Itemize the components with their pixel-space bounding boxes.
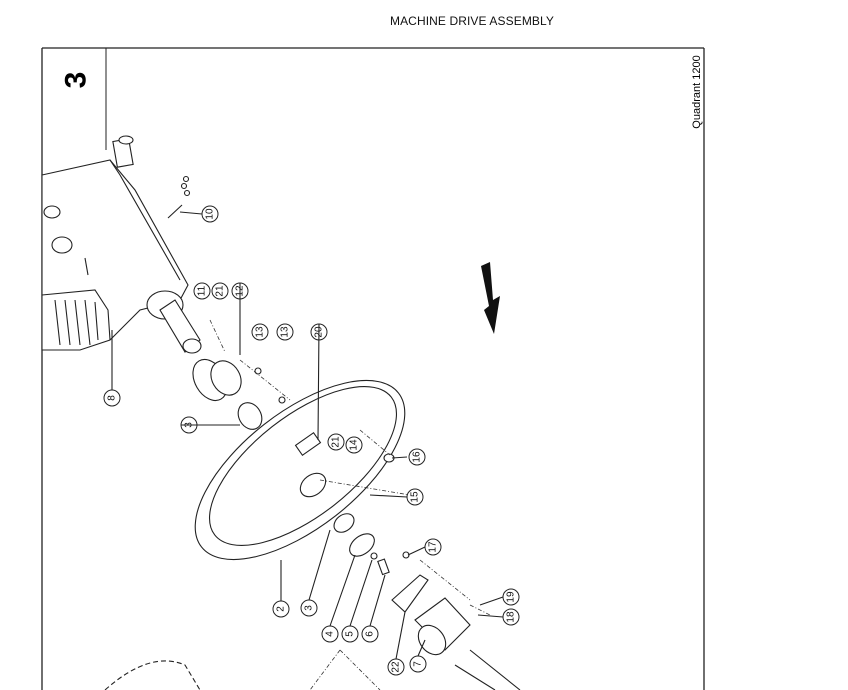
callout: 10	[201, 205, 219, 223]
svg-text:16: 16	[412, 451, 423, 463]
model-label: Quadrant 1200	[691, 55, 703, 128]
svg-text:13: 13	[280, 326, 291, 338]
hub	[192, 319, 291, 430]
svg-text:18: 18	[506, 611, 517, 623]
svg-text:19: 19	[506, 591, 517, 603]
callout: 14	[345, 436, 363, 454]
callouts: 10 11 21 12 13 13 20 8 3 21 14 16 15 17 …	[103, 205, 520, 676]
svg-text:17: 17	[428, 541, 439, 553]
lower-parts	[104, 533, 521, 690]
svg-text:6: 6	[365, 631, 376, 637]
svg-text:8: 8	[107, 395, 118, 401]
wheel	[194, 379, 411, 561]
svg-text:21: 21	[331, 436, 342, 448]
svg-text:14: 14	[349, 439, 360, 451]
page-title: MACHINE DRIVE ASSEMBLY	[389, 14, 555, 28]
svg-text:22: 22	[391, 661, 402, 673]
callout: 8	[103, 389, 121, 407]
section-number: 3	[60, 72, 93, 89]
callout: 21	[211, 282, 229, 300]
svg-text:13: 13	[255, 326, 266, 338]
callout: 5	[341, 625, 359, 643]
svg-text:2: 2	[276, 606, 287, 612]
svg-text:10: 10	[205, 208, 216, 220]
callout: 2	[272, 600, 290, 618]
callout: 15	[406, 488, 424, 506]
svg-text:5: 5	[345, 631, 356, 637]
direction-arrow-icon	[481, 262, 500, 334]
callout: 6	[361, 625, 379, 643]
callout: 19	[502, 588, 520, 606]
callout: 18	[502, 608, 520, 626]
callout: 3	[300, 599, 318, 617]
callout: 7	[409, 655, 427, 673]
svg-text:4: 4	[325, 631, 336, 637]
callout: 11	[193, 282, 211, 300]
page-frame	[41, 47, 705, 690]
callout: 4	[321, 625, 339, 643]
svg-text:15: 15	[410, 491, 421, 503]
callout: 21	[327, 433, 345, 451]
callout: 13	[276, 323, 294, 341]
svg-text:11: 11	[197, 285, 208, 296]
svg-text:21: 21	[215, 285, 226, 297]
gearbox	[41, 135, 202, 354]
callout: 16	[408, 448, 426, 466]
callout: 17	[424, 538, 442, 556]
callout: 22	[387, 658, 405, 676]
svg-text:7: 7	[413, 661, 424, 667]
callout: 13	[251, 323, 269, 341]
svg-text:3: 3	[304, 605, 315, 611]
